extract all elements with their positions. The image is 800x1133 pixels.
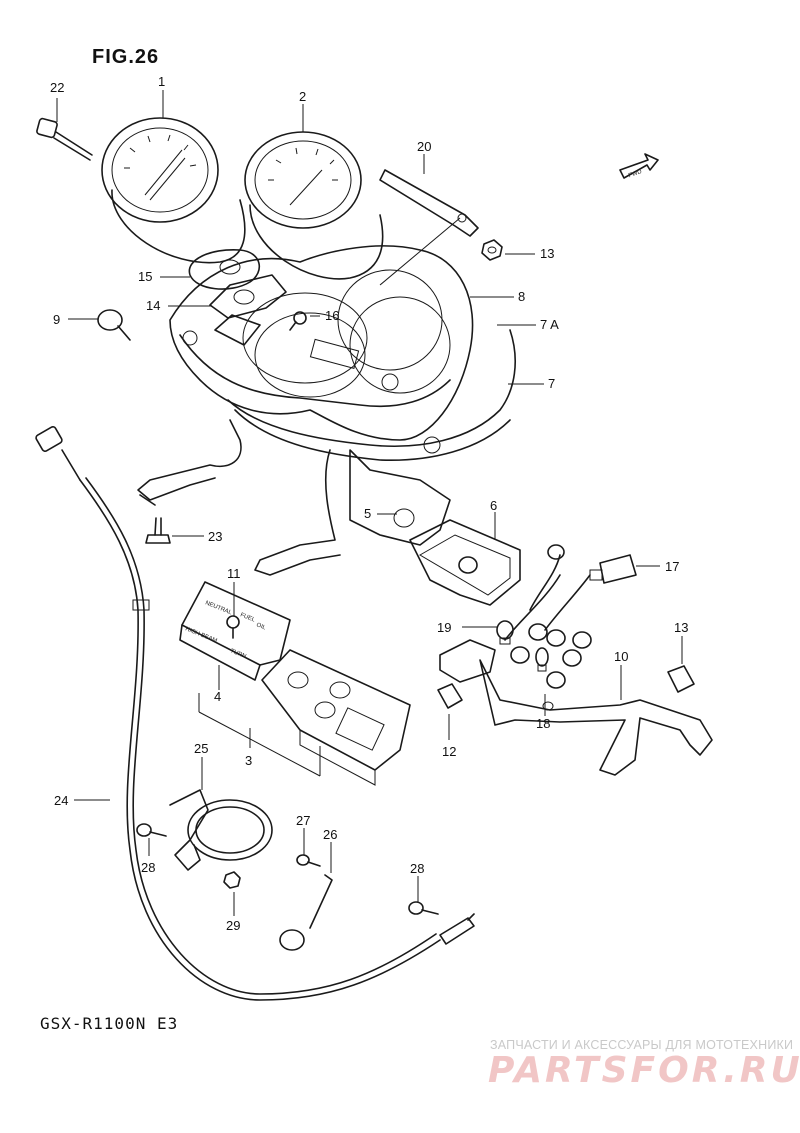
callout-16: 15 bbox=[138, 269, 152, 284]
callout-23: 23 bbox=[208, 529, 222, 544]
neutral-label: NEUTRAL bbox=[204, 600, 233, 616]
bolt-23 bbox=[145, 517, 171, 544]
fwd-label: FWD bbox=[628, 169, 644, 180]
screw-27 bbox=[296, 854, 321, 867]
callout-labels: 22 1 2 20 13 15 14 9 16 8 7 A 7 5 6 17 2… bbox=[50, 74, 688, 933]
callout-18: 17 bbox=[665, 559, 679, 574]
callout-1: 1 bbox=[158, 74, 165, 89]
gasket-16 bbox=[188, 249, 261, 290]
lamp-holder-bracket-6 bbox=[409, 519, 521, 606]
callout-6: 6 bbox=[490, 498, 497, 513]
turn-label: TURN bbox=[229, 648, 247, 660]
oil-label: OIL bbox=[255, 622, 267, 631]
screw-17 bbox=[289, 311, 307, 331]
callout-24: 24 bbox=[54, 793, 68, 808]
callout-28b: 28 bbox=[410, 861, 424, 876]
tachometer bbox=[101, 117, 246, 264]
bulb-19 bbox=[535, 647, 549, 672]
reset-knob-9 bbox=[97, 309, 131, 341]
callout-11: 11 bbox=[227, 566, 241, 581]
callout-5: 5 bbox=[364, 506, 371, 521]
watermark-logo: PARTSFOR.RU bbox=[488, 1050, 800, 1091]
callout-19: 18 bbox=[536, 716, 550, 731]
model-label: GSX-R1100N E3 bbox=[40, 1014, 179, 1033]
callout-7a: 7 A bbox=[540, 317, 559, 332]
high-beam-label: HIGH BEAM bbox=[184, 626, 217, 644]
callout-10: 10 bbox=[614, 649, 628, 664]
callout-8: 8 bbox=[518, 289, 525, 304]
fwd-arrow-icon: FWD bbox=[619, 153, 659, 180]
screw-22 bbox=[36, 117, 93, 161]
callout-20: 19 bbox=[437, 620, 451, 635]
bracket-arms bbox=[137, 419, 451, 576]
socket-15 bbox=[209, 274, 287, 346]
bracket-10 bbox=[479, 659, 713, 776]
callout-12: 12 bbox=[442, 744, 456, 759]
screw-11 bbox=[226, 615, 240, 639]
bracket-21 bbox=[379, 169, 479, 286]
callout-27: 27 bbox=[296, 813, 310, 828]
callout-28a: 28 bbox=[141, 860, 155, 875]
figure-title: FIG.26 bbox=[92, 46, 160, 68]
callout-29: 29 bbox=[226, 918, 240, 933]
callout-21: 20 bbox=[417, 139, 431, 154]
indicator-base-3 bbox=[261, 649, 411, 786]
meter-case bbox=[169, 245, 516, 462]
callout-14: 13 bbox=[540, 246, 554, 261]
socket-12 bbox=[437, 683, 463, 709]
bulb-20 bbox=[496, 620, 514, 645]
callout-15: 14 bbox=[146, 298, 160, 313]
nut-29 bbox=[223, 871, 241, 889]
callout-26: 26 bbox=[323, 827, 337, 842]
wiring-harness-18 bbox=[504, 544, 637, 689]
speedometer bbox=[244, 131, 384, 280]
bolt-28a bbox=[136, 823, 167, 837]
bolt-28b bbox=[408, 901, 439, 915]
socket-13 bbox=[667, 665, 695, 693]
indicator-housing-4: NEUTRAL FUEL OIL HIGH BEAM TURN bbox=[179, 581, 291, 681]
callout-2: 2 bbox=[299, 89, 306, 104]
connector-block bbox=[439, 639, 496, 683]
callout-3: 3 bbox=[245, 753, 252, 768]
callout-22: 22 bbox=[50, 80, 64, 95]
fuel-label: FUEL bbox=[239, 612, 256, 624]
callout-17: 16 bbox=[325, 308, 339, 323]
callout-4: 4 bbox=[214, 689, 221, 704]
callout-9: 9 bbox=[53, 312, 60, 327]
callout-13: 13 bbox=[674, 620, 688, 635]
callout-25: 25 bbox=[194, 741, 208, 756]
leader-lines bbox=[56, 90, 683, 916]
wire-26 bbox=[279, 874, 333, 951]
callout-7: 7 bbox=[548, 376, 555, 391]
watermark-text: ЗАПЧАСТИ И АКСЕССУАРЫ ДЛЯ МОТОТЕХНИКИ bbox=[490, 1038, 794, 1052]
speedometer-cable-24 bbox=[35, 426, 475, 1001]
clamp-25 bbox=[169, 789, 273, 871]
nut-14 bbox=[481, 239, 503, 261]
